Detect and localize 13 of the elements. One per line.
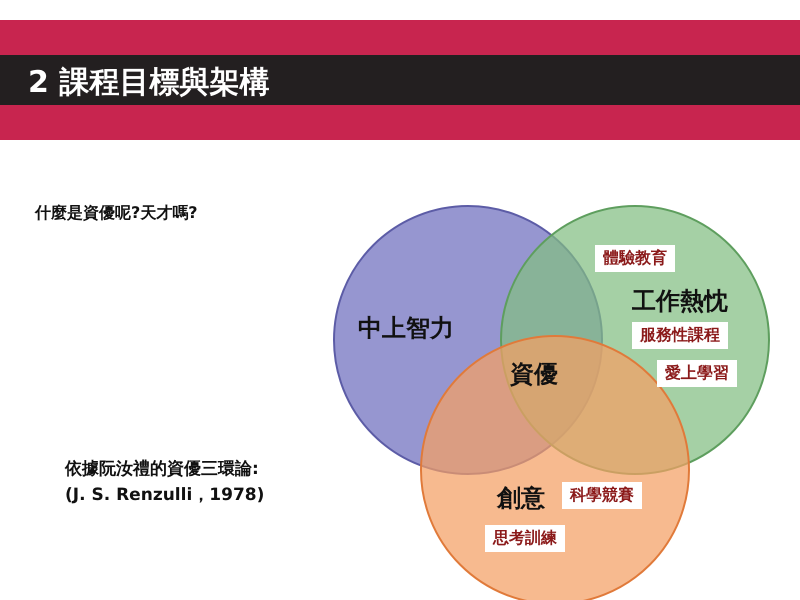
text-box: 愛上學習 (657, 360, 737, 387)
text: 什麼是資優呢?天才嗎? (35, 203, 198, 224)
title: 2 課程目標與架構 (28, 64, 270, 102)
center-label: 資優 (510, 359, 558, 390)
text-box: 科學競賽 (562, 482, 642, 509)
text: (J. S. Renzulli，1978) (65, 484, 264, 506)
circle-label: 創意 (497, 483, 545, 514)
circle-label: 中上智力 (358, 313, 454, 344)
circle-label: 工作熱忱 (632, 286, 728, 317)
text-box: 服務性課程 (632, 322, 728, 349)
text-box: 體驗教育 (595, 245, 675, 272)
text: 依據阮汝禮的資優三環論: (65, 458, 259, 480)
text-box: 思考訓練 (485, 525, 565, 552)
